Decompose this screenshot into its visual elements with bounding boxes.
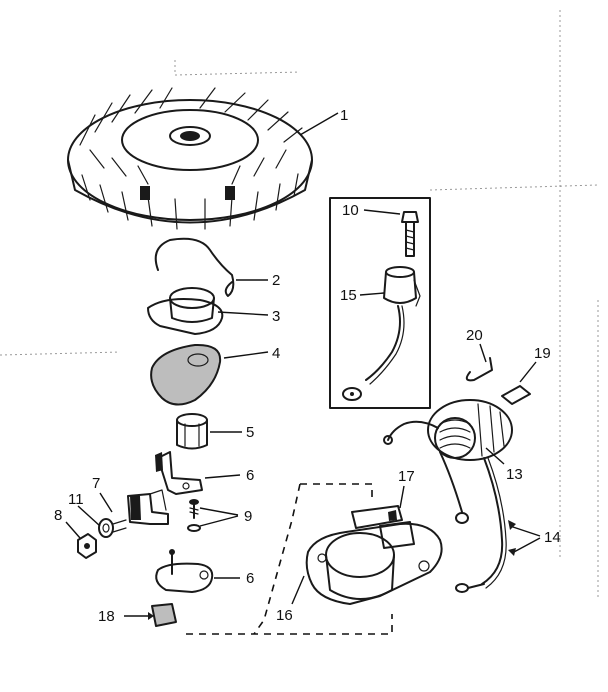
callout-17: 17 [398, 468, 415, 509]
callout-15: 15 [340, 287, 385, 304]
part-number-label: 19 [534, 345, 551, 362]
callout-10: 10 [342, 202, 401, 219]
scan-artifacts [0, 10, 599, 600]
callout-18: 18 [98, 608, 154, 625]
stator-plate [305, 505, 443, 605]
breaker-arm [155, 451, 203, 495]
callout-11: 11 [68, 491, 101, 527]
lead-wire [455, 457, 507, 593]
breaker-point-base [155, 549, 214, 593]
part-number-label: 4 [272, 345, 280, 362]
flywheel [67, 87, 313, 230]
callout-19: 19 [519, 345, 551, 383]
condenser-inset-box [329, 197, 431, 409]
callout-2: 2 [236, 272, 280, 289]
felt-pad [151, 603, 177, 627]
part-number-label: 6 [246, 467, 254, 484]
callout-7: 7 [92, 475, 113, 513]
part-number-label: 10 [342, 202, 359, 219]
callout-6a: 6 [204, 467, 254, 484]
terminal-block [127, 489, 169, 525]
nut [77, 533, 97, 559]
callout-9: 9 [199, 507, 252, 527]
spring-wire [465, 357, 493, 382]
screw-and-washer [187, 499, 201, 532]
callout-5: 5 [210, 424, 254, 441]
part-number-label: 9 [244, 508, 252, 525]
callout-3: 3 [217, 308, 280, 325]
part-number-label: 5 [246, 424, 254, 441]
part-number-label: 17 [398, 468, 415, 485]
bracket-dashed-outline [186, 483, 393, 635]
callout-14: 14 [508, 520, 561, 556]
callout-16: 16 [276, 575, 305, 624]
callout-4: 4 [223, 345, 280, 362]
part-number-label: 18 [98, 608, 115, 625]
part-number-label: 15 [340, 287, 357, 304]
washer [98, 518, 127, 538]
callout-8: 8 [54, 507, 81, 539]
callout-6b: 6 [214, 570, 254, 587]
callout-13: 13 [485, 447, 523, 483]
part-number-label: 1 [340, 107, 348, 124]
callout-20: 20 [466, 327, 487, 363]
part-number-label: 13 [506, 466, 523, 483]
wire-spring [154, 237, 235, 297]
part-number-label: 20 [466, 327, 483, 344]
part-number-label: 6 [246, 570, 254, 587]
part-number-label: 11 [68, 491, 84, 508]
part-number-label: 8 [54, 507, 62, 524]
part-number-label: 14 [544, 529, 561, 546]
callout-1: 1 [299, 107, 348, 136]
part-number-label: 16 [276, 607, 293, 624]
part-number-label: 7 [92, 475, 100, 492]
ignition-coil [383, 399, 513, 524]
cam-plate [147, 287, 224, 335]
part-number-label: 2 [272, 272, 280, 289]
clip [501, 385, 531, 405]
gasket [150, 343, 222, 406]
part-number-label: 3 [272, 308, 280, 325]
sleeve [176, 413, 208, 450]
